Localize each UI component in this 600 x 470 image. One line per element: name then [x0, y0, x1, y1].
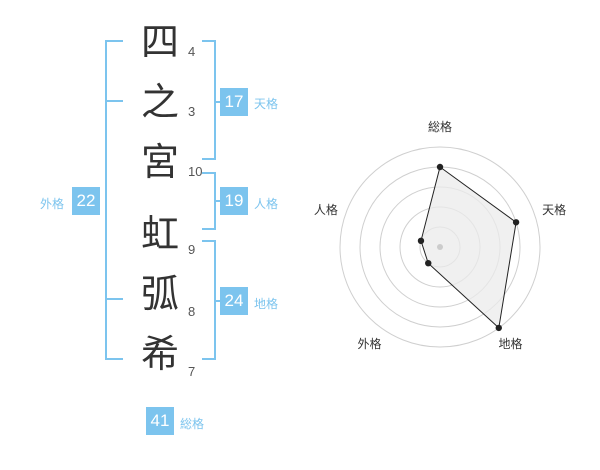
name-char-3: 宮 — [140, 140, 179, 184]
radar-ring-5 — [339, 146, 541, 348]
chikaku-value: 24 — [220, 287, 248, 315]
radar-axis-label-5: 人格 — [314, 202, 338, 217]
stroke-count-2: 3 — [188, 104, 196, 119]
name-char-2: 之 — [140, 80, 179, 124]
tenkaku-bracket — [202, 40, 216, 160]
chikaku-bracket — [202, 240, 216, 360]
tenkaku-label: 天格 — [254, 97, 279, 111]
jinkaku-connector — [216, 200, 220, 202]
soukaku-label: 総格 — [180, 417, 205, 431]
radar-point-3 — [495, 324, 502, 332]
name-char-5: 弧 — [140, 272, 179, 316]
gaikaku-tick-1 — [105, 100, 123, 102]
stroke-count-1: 4 — [188, 44, 196, 59]
name-char-6: 希 — [140, 332, 179, 376]
radar-point-5 — [417, 237, 425, 245]
gaikaku-bracket — [105, 40, 123, 360]
radar-point-1 — [436, 163, 444, 171]
soukaku-value: 41 — [146, 407, 174, 435]
radar-point-2 — [512, 219, 520, 226]
radar-center — [437, 244, 443, 250]
jinkaku-label: 人格 — [254, 197, 279, 211]
stroke-count-5: 8 — [188, 304, 196, 319]
stroke-count-6: 7 — [188, 364, 196, 379]
chikaku-label: 地格 — [254, 297, 279, 311]
radar-axis-label-3: 地格 — [498, 336, 522, 351]
name-char-4: 虹 — [140, 212, 179, 256]
gaikaku-tick-2 — [105, 298, 123, 300]
radar-axis-label-1: 総格 — [428, 119, 452, 134]
tenkaku-connector — [216, 101, 220, 103]
radar-point-4 — [425, 259, 432, 267]
gaikaku-value: 22 — [72, 187, 100, 215]
radar-axis-label-4: 外格 — [357, 336, 381, 351]
name-char-1: 四 — [140, 20, 179, 64]
jinkaku-value: 19 — [220, 187, 248, 215]
tenkaku-value: 17 — [220, 88, 248, 116]
radar-axis-label-2: 天格 — [542, 202, 566, 217]
gaikaku-label: 外格 — [40, 197, 65, 211]
stroke-count-3: 10 — [188, 164, 203, 179]
radar-area — [420, 166, 517, 329]
stroke-count-4: 9 — [188, 242, 196, 257]
chikaku-connector — [216, 300, 220, 302]
jinkaku-bracket — [202, 172, 216, 230]
